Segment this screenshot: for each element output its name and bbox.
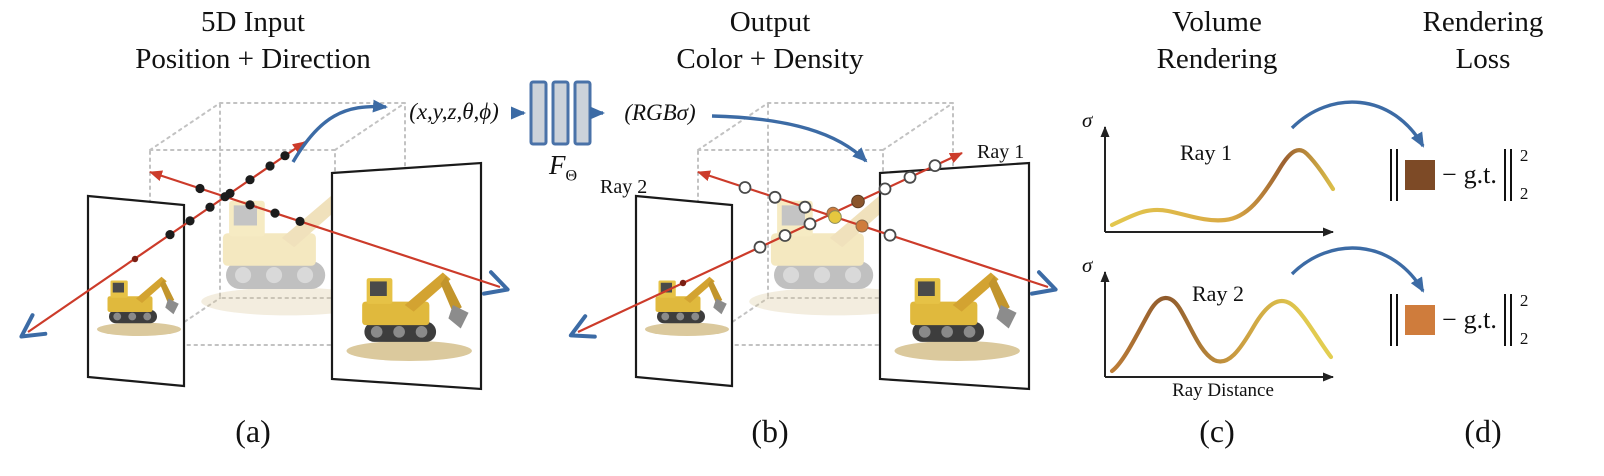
panel-d-title-line2: Loss — [1455, 42, 1511, 75]
panel-c-title-line1: Volume — [1172, 6, 1262, 38]
left-camera-image-plane — [86, 194, 186, 388]
rendered-color-swatch-ray1 — [1405, 160, 1435, 190]
arrow-plot2-to-loss — [1290, 246, 1425, 293]
density-plot-ray2 — [1100, 271, 1334, 382]
right-camera-image-plane — [878, 161, 1031, 391]
panel-c-caption: (c) — [1199, 413, 1235, 449]
panel-b-scene — [568, 102, 1058, 391]
norm-subscript: 2 — [1519, 184, 1529, 203]
function-subscript: Θ — [565, 167, 578, 185]
loss-expression-ray1: − g.t. 2 2 — [1390, 143, 1528, 207]
ground-truth-label: g.t. — [1463, 160, 1497, 189]
norm-exponents: 2 2 — [1520, 291, 1529, 349]
ray-1-line — [577, 152, 963, 333]
ray1-label-scene: Ray 1 — [977, 141, 1025, 163]
ray-sample-points-black — [165, 151, 305, 240]
density-curve-ray1 — [1109, 148, 1336, 228]
norm-right-bars — [1503, 149, 1512, 201]
right-camera-image-plane — [330, 161, 483, 391]
arrow-output-to-samples — [711, 114, 868, 163]
norm-exponent: 2 — [1519, 291, 1529, 310]
pixel-on-image-plane — [131, 255, 139, 263]
panel-c-title-line2: Rendering — [1156, 42, 1278, 75]
sigma-axis-label-plot2: σ — [1082, 253, 1093, 277]
panel-a-scene — [19, 99, 510, 391]
norm-left-bars — [1390, 294, 1398, 346]
network-function-label: FΘ — [528, 150, 598, 185]
panel-b-title-line1: Output — [729, 6, 811, 38]
panel-b-caption: (b) — [751, 413, 789, 449]
norm-left-bars — [1390, 149, 1398, 201]
norm-exponents: 2 2 — [1520, 146, 1529, 204]
minus-sign: − — [1442, 160, 1457, 189]
network-layer-bar — [573, 80, 592, 146]
arrow-plot1-to-loss — [1290, 100, 1425, 148]
ray1-label-plot: Ray 1 — [1180, 140, 1232, 165]
panel-a-caption: (a) — [235, 413, 271, 449]
panel-d-caption: (d) — [1464, 413, 1502, 449]
network-layer-bar — [529, 80, 548, 146]
pixel-on-image-plane — [679, 279, 687, 287]
rendered-color-swatch-ray2 — [1405, 305, 1435, 335]
camera-frustum-icon — [568, 314, 597, 339]
ray-2-line — [697, 170, 1049, 289]
camera-frustum-icon — [19, 313, 48, 339]
panel-b-title: Output Color + Density — [580, 4, 960, 77]
arrow-samples-to-input — [291, 99, 388, 163]
camera-frustum-icon — [482, 270, 510, 296]
panel-b-title-line2: Color + Density — [676, 42, 864, 75]
norm-exponent: 2 — [1519, 146, 1529, 165]
sigma-axis-label-plot1: σ — [1082, 108, 1093, 132]
network-input-label: (x,y,z,θ,ϕ) — [409, 99, 499, 124]
ray2-label-scene: Ray 2 — [600, 176, 648, 198]
network-output-label: (RGBσ) — [624, 100, 696, 125]
norm-subscript: 2 — [1519, 329, 1529, 348]
density-plot-ray1 — [1100, 126, 1336, 237]
density-curve-ray2 — [1109, 295, 1334, 374]
left-camera-image-plane — [634, 194, 734, 388]
network-layer-bar — [551, 80, 570, 146]
function-name: F — [548, 150, 566, 180]
panel-c-title: Volume Rendering — [1097, 4, 1337, 77]
mlp-network-block — [511, 80, 605, 146]
loss-expression-ray2: − g.t. 2 2 — [1390, 288, 1528, 352]
ray-2-line — [149, 170, 501, 289]
ground-truth-label: g.t. — [1463, 305, 1497, 334]
panel-d-title-line1: Rendering — [1422, 6, 1544, 38]
panel-a-title-line1: 5D Input — [201, 6, 305, 38]
ray2-label-plot: Ray 2 — [1192, 281, 1244, 306]
minus-sign: − — [1442, 305, 1457, 334]
norm-right-bars — [1503, 294, 1512, 346]
camera-frustum-icon — [1030, 270, 1058, 296]
panel-a-title: 5D Input Position + Direction — [63, 4, 443, 77]
panel-d-title: Rendering Loss — [1363, 4, 1603, 77]
ray-distance-axis-label: Ray Distance — [1172, 380, 1274, 401]
ray-sample-points-colored — [738, 159, 942, 254]
panel-a-title-line2: Position + Direction — [135, 42, 371, 75]
